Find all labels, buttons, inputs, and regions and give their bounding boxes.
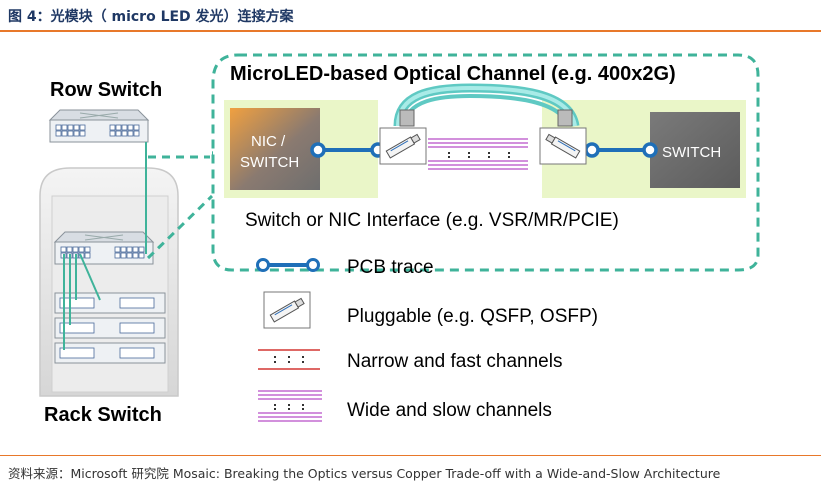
pluggable-left-icon [379, 127, 427, 165]
pluggable-right-icon [539, 127, 587, 165]
interface-label: Switch or NIC Interface (e.g. VSR/MR/PCI… [245, 210, 619, 231]
row-switch-label: Row Switch [50, 79, 162, 101]
legend-wide-slow-icon [258, 390, 322, 422]
legend-label-wide-slow: Wide and slow channels [347, 400, 552, 421]
remote-switch-label: SWITCH [662, 144, 721, 161]
wide-slow-channels-inline [428, 138, 528, 170]
dashed-connectors [146, 155, 214, 260]
channel-dots [448, 152, 510, 158]
rack-links [63, 142, 147, 350]
nic-label-line2: SWITCH [240, 154, 299, 171]
legend-narrow-fast-icon [258, 349, 320, 370]
nic-label-line1: NIC / [251, 133, 286, 150]
figure-title: 图 4：光模块（ micro LED 发光）连接方案 [8, 9, 294, 25]
row-switch-device [49, 109, 149, 143]
remote-switch-box [650, 112, 740, 188]
legend-label-pcb-trace: PCB trace [347, 257, 434, 278]
connection-diagram: Row Switch Rack Switch MicroLED-based Op… [39, 53, 760, 426]
legend-wide-slow-dots [274, 404, 304, 410]
source-note: 资料来源：Microsoft 研究院 Mosaic: Breaking the … [8, 466, 721, 481]
fiber-cable [393, 83, 580, 128]
nic-switch-box [230, 108, 320, 190]
channel-title: MicroLED-based Optical Channel (e.g. 400… [230, 63, 676, 85]
top-divider [0, 30, 821, 32]
rack-server-ports [59, 297, 155, 359]
legend-pcb-trace-icon [256, 258, 320, 272]
legend-label-pluggable: Pluggable (e.g. QSFP, OSFP) [347, 306, 598, 327]
legend-pluggable-icon [263, 291, 311, 329]
legend-label-narrow-fast: Narrow and fast channels [347, 351, 562, 372]
rack-switch-label: Rack Switch [44, 404, 162, 426]
bottom-divider [0, 455, 821, 456]
